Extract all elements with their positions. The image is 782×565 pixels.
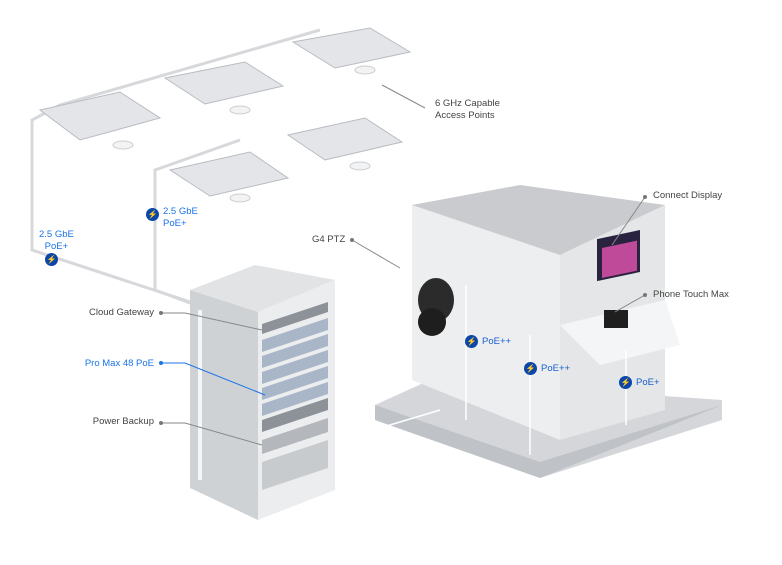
poe-badge-camera: ⚡ PoE++ [465, 335, 511, 348]
camera-label: G4 PTZ [312, 234, 346, 245]
link-speed-ap-left-line1: 2.5 GbE [39, 229, 74, 240]
display-marker [643, 195, 647, 199]
power-backup-marker [159, 421, 163, 425]
link-speed-ap-right-line1: 2.5 GbE [163, 206, 198, 217]
switch-marker [159, 361, 163, 365]
link-speed-ap-right-line2: PoE+ [163, 218, 187, 229]
lightning-bolt-icon: ⚡ [465, 335, 478, 348]
phone-marker [643, 293, 647, 297]
cable-ap-left [30, 28, 321, 317]
poe-camera-text: PoE++ [482, 336, 512, 347]
switch-label: Pro Max 48 PoE [84, 358, 154, 369]
lightning-bolt-icon: ⚡ [146, 208, 159, 221]
room-illustration [375, 185, 722, 478]
lightning-bolt-icon: ⚡ [45, 253, 58, 266]
lightning-bolt-icon: ⚡ [524, 362, 537, 375]
camera-marker [350, 238, 354, 242]
link-speed-ap-left-line2: PoE+ [44, 241, 69, 252]
power-backup-label: Power Backup [92, 416, 154, 427]
phone-label: Phone Touch Max [653, 289, 729, 300]
cloud-gateway-label: Cloud Gateway [89, 307, 154, 318]
access-points-label-line2: Access Points [435, 110, 495, 121]
poe-badge-phone: ⚡ PoE+ [619, 376, 660, 389]
access-points-label-line1: 6 GHz Capable [435, 98, 500, 109]
poe-badge-ap-right: ⚡ [146, 208, 159, 221]
server-rack-illustration [190, 265, 335, 520]
poe-phone-text: PoE+ [636, 377, 660, 388]
display-label: Connect Display [653, 190, 723, 201]
poe-display-text: PoE++ [541, 363, 571, 374]
poe-badge-ap-left: ⚡ [45, 253, 58, 266]
access-points-group [38, 27, 412, 203]
poe-badge-display: ⚡ PoE++ [524, 362, 570, 375]
cloud-gateway-marker [159, 311, 163, 315]
lightning-bolt-icon: ⚡ [619, 376, 632, 389]
